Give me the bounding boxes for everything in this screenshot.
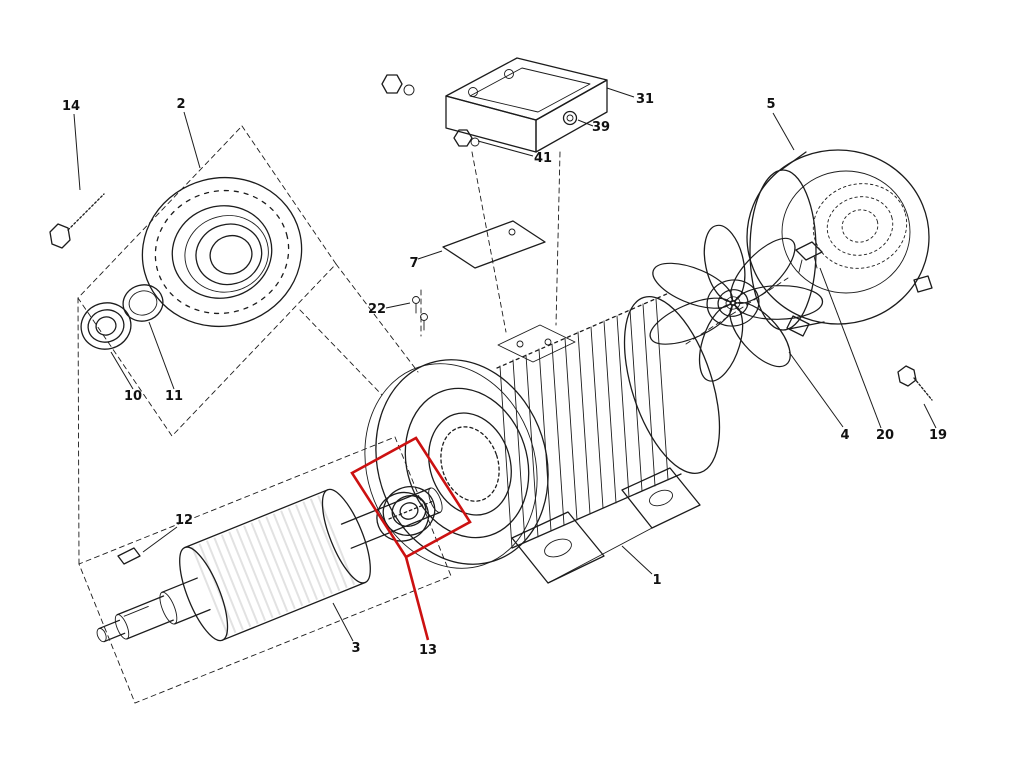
screws-22 (412, 296, 428, 331)
leader-11 (148, 321, 175, 390)
part-label-41: 41 (534, 151, 552, 166)
part-label-39: 39 (592, 120, 610, 135)
part-label-13: 13 (419, 643, 437, 658)
end-shield (141, 176, 303, 328)
part-labels: 14 2 31 39 41 5 7 22 10 11 4 20 19 12 3 … (62, 92, 947, 658)
leader-1 (621, 545, 653, 575)
bearing-13 (376, 486, 436, 542)
part-label-20: 20 (876, 428, 894, 443)
part-label-1: 1 (652, 573, 661, 588)
leader-41 (477, 140, 534, 157)
shaft-key-12 (117, 547, 141, 565)
bolt-19 (897, 365, 933, 401)
part-label-3: 3 (351, 641, 360, 656)
leader-31 (606, 87, 635, 98)
leader-10 (110, 351, 134, 390)
leader-3 (332, 602, 354, 642)
motor-housing (364, 292, 721, 584)
leader-14 (73, 113, 81, 191)
part-label-14: 14 (62, 99, 80, 114)
part-label-2: 2 (176, 97, 185, 112)
o-ring-39 (562, 110, 578, 126)
part-label-22: 22 (368, 302, 386, 317)
leader-4 (788, 351, 844, 428)
leader-5 (772, 112, 795, 151)
leader-22 (385, 302, 411, 309)
bearing-10 (80, 302, 132, 350)
part-label-12: 12 (175, 513, 193, 528)
terminal-box (381, 57, 608, 153)
bolt-14 (49, 193, 105, 249)
clamp-20 (795, 241, 823, 273)
cover-plate-7 (442, 220, 546, 269)
leader-12 (142, 526, 178, 553)
cable-gland-41 (453, 129, 480, 147)
rear-foot (621, 467, 701, 529)
highlight-box-13 (350, 436, 472, 641)
leader-2 (183, 111, 201, 169)
part-label-11: 11 (165, 389, 183, 404)
stator-bore-teeth (440, 426, 500, 502)
fan-cowl (746, 149, 933, 337)
leader-7 (417, 250, 443, 260)
rotor (96, 487, 443, 643)
part-label-19: 19 (929, 428, 947, 443)
front-foot (511, 511, 605, 584)
cable-gland-icon (381, 74, 403, 94)
part-label-7: 7 (409, 256, 418, 271)
leader-19 (923, 403, 937, 429)
part-label-5: 5 (766, 97, 775, 112)
seal-ring-11 (122, 284, 164, 322)
callout-leaders (73, 87, 937, 642)
leader-39 (577, 119, 594, 127)
construction-lines (77, 125, 789, 704)
cowl-grille (812, 183, 908, 269)
part-label-4: 4 (840, 428, 849, 443)
fan (649, 224, 824, 382)
part-label-10: 10 (124, 389, 142, 404)
leader-20 (819, 267, 882, 429)
part-label-31: 31 (636, 92, 654, 107)
